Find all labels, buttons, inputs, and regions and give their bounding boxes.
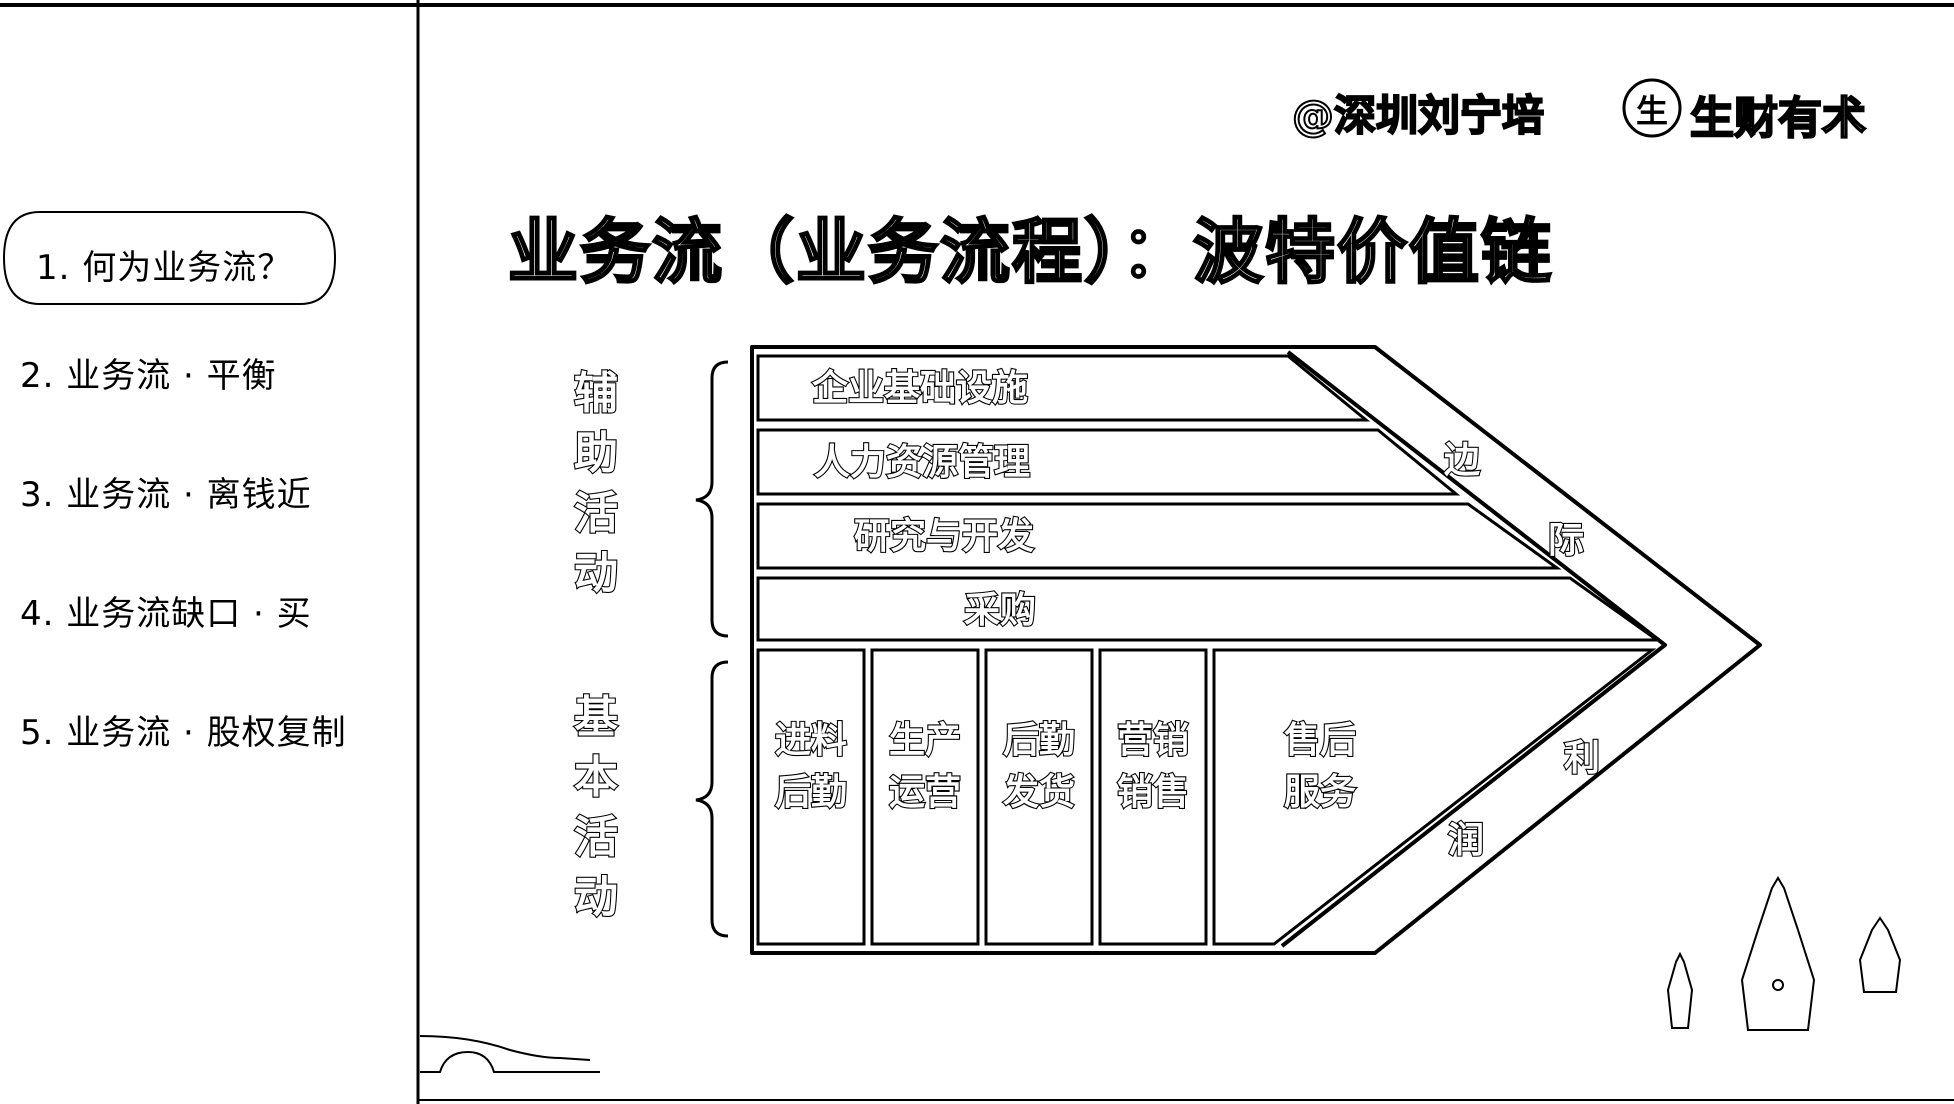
primary-activity-label: 后勤: [1003, 720, 1075, 761]
support-activity-label: 研究与开发: [854, 516, 1034, 557]
support-activity-label: 人力资源管理: [814, 442, 1030, 483]
slide-title: 业务流（业务流程）：波特价值链: [507, 210, 1553, 295]
diagram-labels: 辅助活动基本活动企业基础设施人力资源管理研究与开发采购进料后勤生产运营后勤发货营…: [573, 366, 1601, 924]
primary-box-5: [1212, 648, 1657, 946]
primary-activity-label: 运营: [889, 772, 961, 813]
inner-arrow: [1280, 350, 1667, 948]
primary-activity-label: 服务: [1284, 772, 1356, 813]
primary-group-label-char: 基: [574, 692, 618, 743]
primary-activity-label: 进料: [775, 720, 847, 761]
author-watermark: @深圳刘宁培: [1291, 90, 1545, 141]
pagoda-decoration: [1666, 876, 1902, 1031]
support-band-2: [756, 428, 1461, 496]
primary-box-3: [984, 648, 1094, 946]
support-group-label-char: 辅: [574, 368, 618, 419]
brand-name: 生财有术: [1689, 92, 1867, 145]
brand-seal-glyph: 生: [1636, 92, 1669, 130]
primary-activity-label: 售后: [1284, 720, 1356, 761]
primary-box-1: [756, 648, 866, 946]
support-brace: [695, 360, 729, 638]
support-group-label-char: 动: [574, 548, 618, 599]
primary-group-label-char: 本: [574, 752, 618, 803]
primary-brace: [695, 660, 729, 938]
sidebar-item-2[interactable]: 2. 业务流 · 平衡: [20, 356, 277, 396]
support-band-3: [756, 502, 1562, 570]
support-group-label-char: 活: [574, 488, 618, 539]
primary-group-label-char: 活: [574, 812, 618, 863]
sidebar-item-5[interactable]: 5. 业务流 · 股权复制: [20, 713, 347, 753]
support-activity-label: 企业基础设施: [812, 367, 1028, 409]
margin-label-char: 际: [1548, 520, 1584, 561]
sidebar-active-pill: [2, 211, 337, 305]
primary-box-2: [870, 648, 980, 946]
support-band-4: [756, 576, 1662, 642]
primary-group-label-char: 动: [574, 872, 618, 923]
support-group-label-char: 助: [574, 428, 618, 479]
margin-label-char: 利: [1564, 738, 1600, 779]
sidebar-item-1[interactable]: 1. 何为业务流？: [36, 248, 293, 288]
support-activity-label: 采购: [964, 590, 1036, 631]
primary-activity-label: 销售: [1117, 772, 1189, 813]
margin-label-char: 边: [1444, 440, 1480, 481]
margin-label-char: 润: [1448, 820, 1484, 861]
sidebar-item-3[interactable]: 3. 业务流 · 离钱近: [20, 475, 312, 515]
primary-activity-label: 后勤: [775, 772, 847, 813]
brand-logo: 生 生财有术: [1618, 76, 1888, 145]
primary-activity-label: 生产: [889, 720, 961, 761]
support-band-1: [756, 354, 1371, 422]
primary-box-4: [1098, 648, 1208, 946]
primary-activity-label: 营销: [1117, 720, 1189, 761]
sidebar-item-4[interactable]: 4. 业务流缺口 · 买: [20, 594, 312, 634]
primary-activity-label: 发货: [1003, 772, 1075, 813]
outer-arrow: [750, 345, 1762, 955]
